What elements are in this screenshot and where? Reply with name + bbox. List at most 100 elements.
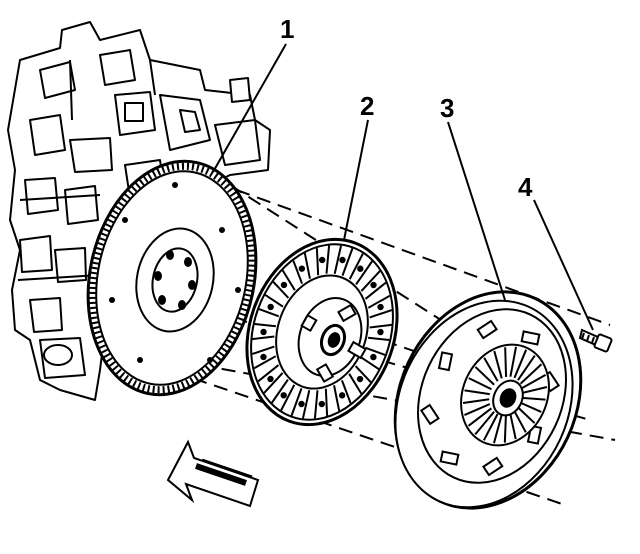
pressure-plate-bolt <box>578 328 613 353</box>
rivet-dot <box>318 256 326 264</box>
rivet-dot <box>298 265 306 272</box>
friction-segment-line <box>271 379 289 404</box>
friction-segment-line <box>360 270 381 292</box>
rivet-dot <box>318 400 326 408</box>
friction-segment-line <box>368 336 390 342</box>
friction-segment-line <box>264 294 284 308</box>
rivet-dot <box>267 375 274 383</box>
spring-finger <box>474 366 495 386</box>
leader-line-4 <box>533 199 594 331</box>
friction-segment-line <box>254 322 276 328</box>
rivet-dot <box>267 303 274 311</box>
friction-segment-line <box>348 253 364 280</box>
friction-segment-line <box>369 309 393 319</box>
spring-finger <box>468 377 492 391</box>
rivet-dot <box>377 328 384 336</box>
friction-segment-line <box>315 248 320 276</box>
spring-finger <box>467 407 493 427</box>
cover-window <box>437 351 454 372</box>
flywheel-outer-holes <box>109 182 241 363</box>
rivet-dot <box>370 281 377 289</box>
friction-segment-line <box>257 364 280 383</box>
cover-window <box>476 319 498 340</box>
spring-finger <box>517 406 536 424</box>
spring-finger <box>509 413 517 440</box>
spring-finger <box>474 411 495 436</box>
friction-segment-line <box>272 281 290 299</box>
rivet-dot <box>339 256 346 264</box>
damper-springs <box>300 303 367 383</box>
friction-segment-line <box>253 355 277 370</box>
leader-line-2 <box>343 119 369 241</box>
friction-segment-line <box>281 269 296 291</box>
friction-segment-line <box>364 346 386 356</box>
friction-segment-line <box>324 388 329 416</box>
spring-finger <box>520 401 542 413</box>
spring-finger <box>509 346 518 377</box>
friction-segment-line <box>333 385 341 411</box>
friction-segment-line <box>252 335 275 341</box>
friction-segments <box>251 245 393 419</box>
spring-finger <box>483 357 499 382</box>
direction-arrow <box>166 439 260 508</box>
rivet-dot <box>377 303 384 311</box>
spring-finger <box>493 414 503 444</box>
spring-finger <box>522 396 546 401</box>
friction-segment-line <box>313 390 319 419</box>
friction-segment-line <box>360 356 380 370</box>
rivet-dot <box>260 353 267 361</box>
diaphragm-spring-fingers <box>462 346 548 444</box>
leader-line-3 <box>447 121 506 301</box>
friction-segment-line <box>364 281 387 300</box>
flywheel-bolt-holes <box>154 250 196 310</box>
rivet-dot <box>370 353 377 361</box>
spring-finger <box>522 386 548 394</box>
spring-finger <box>504 347 508 377</box>
leader-lines <box>212 43 594 331</box>
cover-window <box>439 450 460 466</box>
cover-window <box>419 403 440 426</box>
friction-segment-line <box>354 365 372 383</box>
rivet-dot <box>338 392 346 399</box>
spring-finger <box>503 415 507 443</box>
pressure-plate <box>393 290 583 510</box>
spring-finger <box>519 363 543 385</box>
rivet-dot <box>280 392 287 399</box>
friction-segment-line <box>301 390 311 419</box>
friction-segment-line <box>263 372 284 394</box>
spring-finger <box>464 389 490 396</box>
friction-segment-line <box>333 245 343 274</box>
spring-finger <box>513 410 527 433</box>
leader-line-1 <box>212 43 287 173</box>
rivet-dot <box>280 281 288 289</box>
friction-segment-line <box>367 294 391 309</box>
spring-finger <box>462 398 490 405</box>
spring-finger <box>482 413 499 441</box>
rivet-dot <box>357 265 364 272</box>
friction-segment-line <box>341 248 354 276</box>
friction-segment-line <box>258 308 280 318</box>
friction-segment-line <box>325 245 331 274</box>
friction-segment-line <box>280 384 296 411</box>
callout-4: 4 <box>518 172 533 202</box>
friction-segment-line <box>251 345 275 355</box>
spring-finger <box>464 403 491 417</box>
spring-finger <box>513 349 528 379</box>
callout-2: 2 <box>360 91 374 121</box>
spring-finger <box>517 355 536 381</box>
rivet-dot <box>298 400 305 408</box>
callout-1: 1 <box>280 14 294 44</box>
friction-segment-line <box>355 260 373 285</box>
cover-window <box>482 456 504 477</box>
friction-segment-line <box>369 323 392 329</box>
flywheel <box>86 159 258 397</box>
spring-finger <box>521 374 547 389</box>
friction-segment-line <box>290 388 303 416</box>
callout-3: 3 <box>440 93 454 123</box>
friction-segment-line <box>340 379 352 404</box>
friction-segment-line <box>303 253 311 279</box>
friction-segment-line <box>348 373 363 395</box>
rivet-dot <box>260 328 267 336</box>
rivet-dot <box>356 375 364 383</box>
